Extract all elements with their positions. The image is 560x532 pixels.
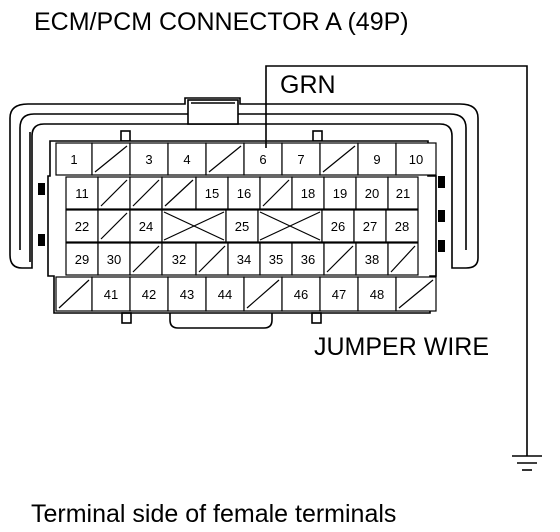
terminal-number: 41 [104, 287, 118, 302]
terminal-6: 6 [243, 142, 283, 176]
terminal-15: 15 [195, 176, 229, 210]
terminal-20: 20 [355, 176, 389, 210]
terminal-empty [161, 176, 197, 210]
terminal-number: 25 [235, 219, 249, 234]
terminal-9: 9 [357, 142, 397, 176]
terminal-number: 28 [395, 219, 409, 234]
terminal-empty [55, 276, 93, 312]
terminal-28: 28 [385, 209, 419, 243]
terminal-34: 34 [227, 242, 261, 276]
terminal-empty [91, 142, 131, 176]
terminal-empty [395, 276, 437, 312]
terminal-19: 19 [323, 176, 357, 210]
terminal-number: 22 [75, 219, 89, 234]
terminal-number: 46 [294, 287, 308, 302]
terminal-number: 35 [269, 252, 283, 267]
terminal-number: 34 [237, 252, 251, 267]
terminal-36: 36 [291, 242, 325, 276]
terminal-27: 27 [353, 209, 387, 243]
terminal-number: 16 [237, 186, 251, 201]
terminal-empty [129, 242, 163, 276]
terminal-32: 32 [161, 242, 197, 276]
terminal-empty [161, 209, 227, 243]
terminal-empty [195, 242, 229, 276]
terminal-number: 18 [301, 186, 315, 201]
terminal-empty [243, 276, 283, 312]
terminal-number: 32 [172, 252, 186, 267]
terminal-empty [129, 176, 163, 210]
terminal-empty [257, 209, 323, 243]
terminal-empty [97, 209, 131, 243]
terminal-1: 1 [55, 142, 93, 176]
terminal-41: 41 [91, 276, 131, 312]
terminal-30: 30 [97, 242, 131, 276]
terminal-25: 25 [225, 209, 259, 243]
terminal-number: 48 [370, 287, 384, 302]
terminal-number: 30 [107, 252, 121, 267]
terminal-18: 18 [291, 176, 325, 210]
terminal-number: 7 [297, 152, 304, 167]
terminal-11: 11 [65, 176, 99, 210]
terminal-24: 24 [129, 209, 163, 243]
terminal-number: 21 [396, 186, 410, 201]
terminal-4: 4 [167, 142, 207, 176]
terminal-number: 26 [331, 219, 345, 234]
terminal-empty [205, 142, 245, 176]
terminal-7: 7 [281, 142, 321, 176]
terminal-10: 10 [395, 142, 437, 176]
terminal-number: 24 [139, 219, 153, 234]
terminal-42: 42 [129, 276, 169, 312]
terminal-empty [259, 176, 293, 210]
terminal-29: 29 [65, 242, 99, 276]
terminal-number: 1 [70, 152, 77, 167]
jumper-wire [265, 65, 528, 456]
terminal-empty [323, 242, 357, 276]
terminal-number: 43 [180, 287, 194, 302]
footer-caption: Terminal side of female terminals [31, 500, 396, 528]
terminal-number: 44 [218, 287, 232, 302]
ground-icon [512, 455, 542, 471]
terminal-number: 20 [365, 186, 379, 201]
terminal-number: 47 [332, 287, 346, 302]
terminal-number: 42 [142, 287, 156, 302]
terminal-44: 44 [205, 276, 245, 312]
terminal-number: 36 [301, 252, 315, 267]
wire-color-label: GRN [280, 71, 336, 99]
terminal-number: 38 [365, 252, 379, 267]
terminal-empty [97, 176, 131, 210]
terminal-43: 43 [167, 276, 207, 312]
terminal-number: 29 [75, 252, 89, 267]
terminal-number: 6 [259, 152, 266, 167]
terminal-22: 22 [65, 209, 99, 243]
terminal-46: 46 [281, 276, 321, 312]
terminal-21: 21 [387, 176, 419, 210]
terminal-empty [387, 242, 419, 276]
terminal-16: 16 [227, 176, 261, 210]
terminal-number: 11 [75, 186, 89, 201]
terminal-26: 26 [321, 209, 355, 243]
terminal-number: 3 [145, 152, 152, 167]
terminal-48: 48 [357, 276, 397, 312]
jumper-wire-label: JUMPER WIRE [314, 333, 489, 361]
terminal-47: 47 [319, 276, 359, 312]
terminal-number: 10 [409, 152, 423, 167]
terminal-35: 35 [259, 242, 293, 276]
terminal-number: 27 [363, 219, 377, 234]
terminal-number: 4 [183, 152, 190, 167]
terminal-38: 38 [355, 242, 389, 276]
diagram-title: ECM/PCM CONNECTOR A (49P) [34, 8, 409, 36]
terminal-number: 19 [333, 186, 347, 201]
terminal-number: 9 [373, 152, 380, 167]
terminal-number: 15 [205, 186, 219, 201]
terminal-3: 3 [129, 142, 169, 176]
terminal-empty [319, 142, 359, 176]
